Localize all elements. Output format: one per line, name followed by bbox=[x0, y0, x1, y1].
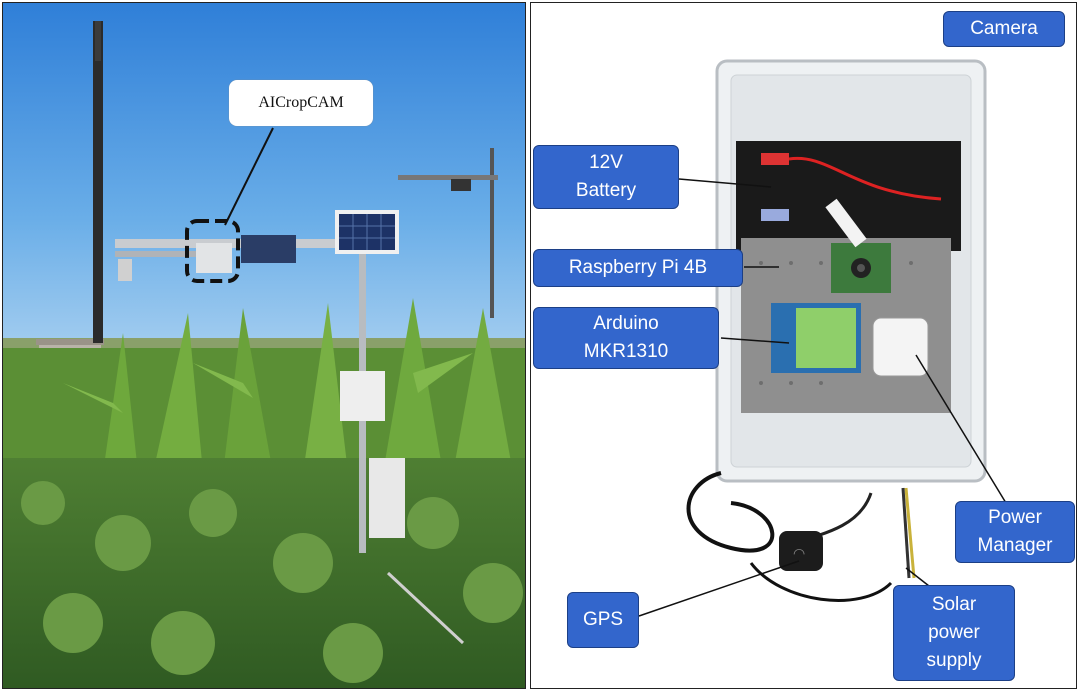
leader-lines bbox=[638, 178, 1007, 617]
soybean-foreground bbox=[3, 458, 525, 688]
label-camera: Camera bbox=[943, 11, 1065, 47]
aicropcam-callout: AICropCAM bbox=[229, 80, 373, 126]
solar-cable bbox=[904, 487, 916, 579]
ribbon-cable bbox=[825, 198, 867, 248]
label-gps: GPS bbox=[567, 592, 639, 648]
field-photo-panel: AICropCAM bbox=[2, 2, 526, 689]
gps-cable bbox=[686, 471, 775, 553]
solar-panel bbox=[335, 210, 399, 254]
gps-module bbox=[779, 531, 823, 571]
hardware-photo-panel: ◠ Camera 12V Battery Raspberry Pi 4B Ard… bbox=[530, 2, 1077, 689]
enclosure-box bbox=[340, 371, 385, 421]
label-arduino: Arduino MKR1310 bbox=[533, 307, 719, 369]
camera-unit bbox=[196, 243, 232, 273]
logger-box bbox=[369, 458, 405, 538]
tall-pole bbox=[93, 21, 103, 343]
power-manager-board bbox=[872, 317, 929, 377]
hardware-photo: ◠ bbox=[638, 59, 1007, 617]
field-photo bbox=[3, 3, 525, 688]
gps-signal-icon: ◠ bbox=[793, 546, 805, 562]
sky bbox=[3, 3, 525, 363]
label-raspberry-pi: Raspberry Pi 4B bbox=[533, 249, 743, 287]
callout-leader bbox=[224, 127, 274, 226]
camera-highlight bbox=[185, 219, 240, 283]
label-power-manager: Power Manager bbox=[955, 501, 1075, 563]
mast bbox=[490, 148, 494, 318]
label-solar-power-supply: Solar power supply bbox=[893, 585, 1015, 681]
corn-field bbox=[3, 298, 525, 473]
label-battery: 12V Battery bbox=[533, 145, 679, 209]
